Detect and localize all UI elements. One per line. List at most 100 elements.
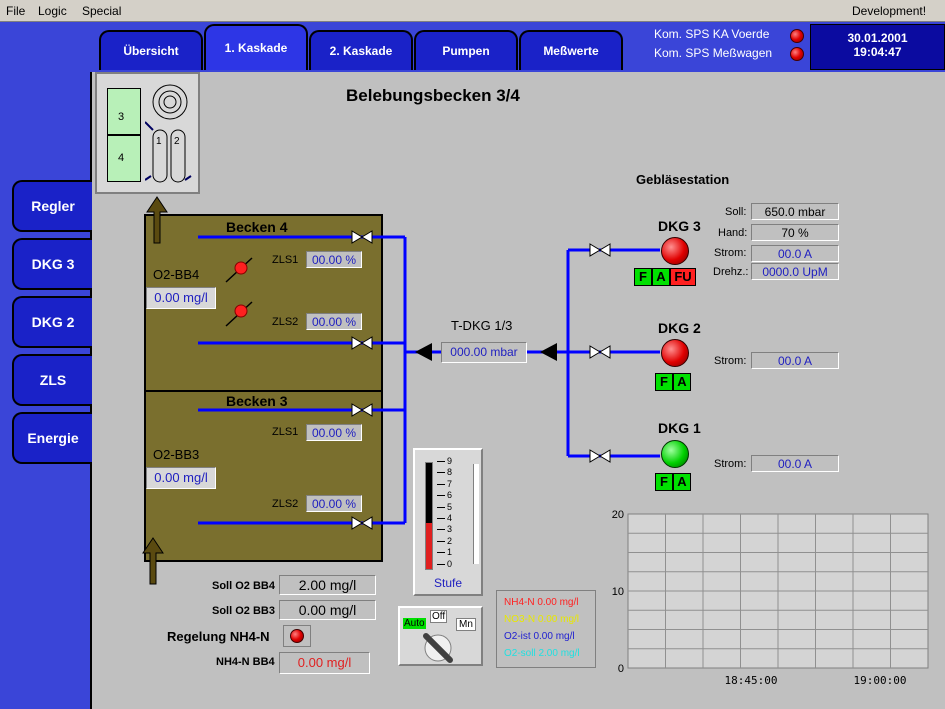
- dkg2-strom-label: Strom:: [714, 355, 747, 367]
- stufe-tick-label: 1: [447, 547, 453, 558]
- stufe-tick-mark: [437, 472, 445, 474]
- blower-dkg2-icon[interactable]: [661, 339, 689, 367]
- status-ka-voerde: Kom. SPS KA Voerde: [654, 27, 770, 41]
- sidebar-item-energie[interactable]: Energie: [12, 412, 92, 464]
- dkg3-soll-value[interactable]: 650.0 mbar: [751, 203, 839, 220]
- stufe-tick-mark: [437, 552, 445, 554]
- date-time-display: 30.01.2001 19:04:47: [810, 24, 945, 70]
- nh4-label: NH4-N BB4: [216, 656, 275, 668]
- time: 19:04:47: [853, 45, 902, 59]
- soll-bb3-value[interactable]: 0.00 mg/l: [279, 600, 376, 620]
- legend-item: NH4-N 0.00 mg/l: [504, 597, 579, 608]
- stufe-tick-mark: [437, 506, 445, 508]
- dkg1-strom-value: 00.0 A: [751, 455, 839, 472]
- chart-y-tick-label: 10: [612, 586, 624, 598]
- dkg2-strom-value: 00.0 A: [751, 352, 839, 369]
- mode-switch[interactable]: Auto Off Mn: [398, 606, 483, 666]
- legend-item: NO3-N 0.00 mg/l: [504, 614, 580, 625]
- svg-text:1: 1: [156, 136, 162, 147]
- basin-3-zls2-label: ZLS2: [272, 498, 299, 510]
- stufe-tick-label: 3: [447, 524, 453, 535]
- legend-item: O2-soll 2.00 mg/l: [504, 648, 580, 659]
- stufe-tick-mark: [437, 540, 445, 542]
- stufe-label: Stufe: [433, 576, 463, 590]
- dkg3-strom-label: Strom:: [714, 247, 747, 259]
- date: 30.01.2001: [847, 31, 908, 45]
- stufe-tick-label: 5: [447, 501, 453, 512]
- tab-uebersicht[interactable]: Übersicht: [99, 30, 203, 70]
- stufe-tick-label: 0: [447, 558, 453, 569]
- basin-3-zls1-value: 00.00 %: [306, 424, 362, 441]
- tab-kaskade-1[interactable]: 1. Kaskade: [204, 24, 308, 70]
- dkg3-soll-label: Soll:: [725, 206, 747, 218]
- basin-4-zls2-value: 00.00 %: [306, 313, 362, 330]
- dkg3-drehz-value: 0000.0 UpM: [751, 263, 839, 280]
- basin-4-title: Becken 4: [226, 219, 288, 235]
- basin-3-zls2-value: 00.00 %: [306, 495, 362, 512]
- stufe-scrollbar[interactable]: [473, 464, 479, 564]
- dkg1-name: DKG 1: [658, 420, 701, 436]
- dkg2-name: DKG 2: [658, 320, 701, 336]
- menu-bar: File Logic Special Development!: [0, 0, 945, 22]
- sidebar-item-zls[interactable]: ZLS: [12, 354, 92, 406]
- regelung-label: Regelung NH4-N: [167, 629, 270, 644]
- basin-4-zls2-label: ZLS2: [272, 316, 299, 328]
- dkg3-hand-label: Hand:: [718, 227, 748, 239]
- mode-auto[interactable]: Auto: [403, 618, 426, 629]
- plant-overview-thumbnail[interactable]: 3 4 1 2: [95, 72, 200, 194]
- blower-dkg3-icon[interactable]: [661, 237, 689, 265]
- menu-logic[interactable]: Logic: [38, 4, 67, 18]
- basin-3-title: Becken 3: [226, 393, 288, 409]
- tab-messwerte[interactable]: Meßwerte: [519, 30, 623, 70]
- dkg1-strom-label: Strom:: [714, 458, 747, 470]
- basin-4-zls1-value: 00.00 %: [306, 251, 362, 268]
- tab-pumpen[interactable]: Pumpen: [414, 30, 518, 70]
- dkg3-hand-value[interactable]: 70 %: [751, 224, 839, 241]
- top-navigation-bar: Übersicht 1. Kaskade 2. Kaskade Pumpen M…: [0, 22, 945, 72]
- stufe-tick-mark: [437, 563, 445, 565]
- basin-3-zls1-label: ZLS1: [272, 426, 299, 438]
- sidebar-item-dkg3[interactable]: DKG 3: [12, 238, 92, 290]
- basin-4-zls1-label: ZLS1: [272, 254, 299, 266]
- menu-file[interactable]: File: [6, 4, 26, 18]
- menu-special[interactable]: Special: [82, 4, 122, 18]
- sidebar: Regler DKG 3 DKG 2 ZLS Energie: [0, 72, 92, 709]
- stufe-tick-label: 8: [447, 467, 453, 478]
- nh4-value: 0.00 mg/l: [279, 652, 370, 674]
- blower-dkg1-icon[interactable]: [661, 440, 689, 468]
- chart-x-tick-label: 19:00:00: [854, 674, 907, 687]
- tab-kaskade-2[interactable]: 2. Kaskade: [309, 30, 413, 70]
- communication-status: Kom. SPS KA Voerde Kom. SPS Meßwagen: [652, 25, 809, 69]
- stufe-tick-mark: [437, 529, 445, 531]
- stufe-bar-track: [425, 462, 433, 570]
- overview-basin-3: 3: [107, 88, 141, 135]
- sidebar-item-regler[interactable]: Regler: [12, 180, 92, 232]
- overview-basin-4: 4: [107, 135, 141, 182]
- mode-off[interactable]: Off: [430, 610, 448, 623]
- basin-3-o2-label: O2-BB3: [153, 447, 200, 462]
- mode-manual[interactable]: Mn: [456, 618, 476, 631]
- status-led-icon: [790, 29, 804, 43]
- clarifier-icon: 1 2: [145, 84, 192, 183]
- status-led-icon: [790, 47, 804, 61]
- dkg3-name: DKG 3: [658, 218, 701, 234]
- stufe-tick-label: 7: [447, 478, 453, 489]
- sidebar-item-dkg2[interactable]: DKG 2: [12, 296, 92, 348]
- basin-4-o2-label: O2-BB4: [153, 267, 200, 282]
- tdkg-value: 000.00 mbar: [441, 342, 527, 363]
- regelung-toggle[interactable]: [283, 625, 311, 647]
- tdkg-label: T-DKG 1/3: [451, 318, 513, 333]
- regelung-led-icon: [290, 629, 304, 643]
- stufe-tick-mark: [437, 495, 445, 497]
- soll-bb4-value[interactable]: 2.00 mg/l: [279, 575, 376, 595]
- status-messwagen: Kom. SPS Meßwagen: [654, 46, 773, 60]
- stufe-tick-label: 9: [447, 456, 453, 466]
- menu-development[interactable]: Development!: [852, 4, 927, 18]
